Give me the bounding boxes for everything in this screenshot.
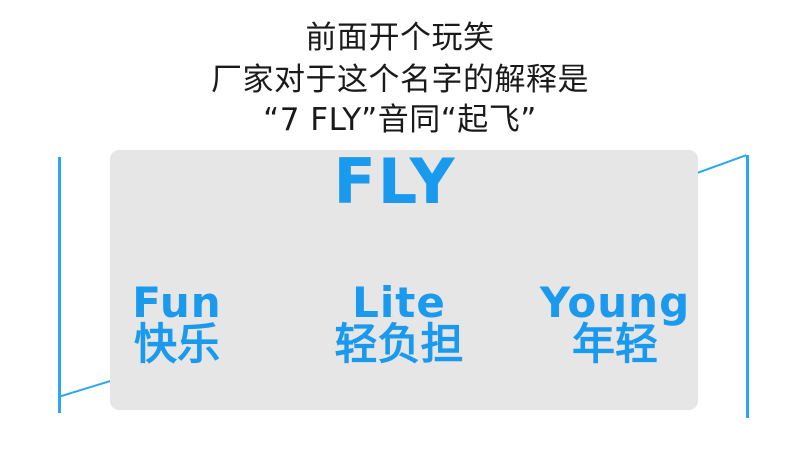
- left-frame-line: [58, 157, 61, 413]
- word-english: Young: [539, 278, 691, 327]
- word-english: Lite: [352, 278, 446, 327]
- left-frame-diagonal: [58, 379, 113, 398]
- word-english: Fun: [132, 278, 222, 327]
- acronym-word-young: Young 年轻: [520, 278, 710, 370]
- word-chinese: 快乐: [134, 320, 220, 370]
- caption-line-1: 前面开个玩笑: [305, 20, 495, 56]
- word-chinese: 年轻: [572, 320, 658, 370]
- acronym-word-fun: Fun 快乐: [113, 278, 241, 370]
- caption-line-2: 厂家对于这个名字的解释是: [211, 62, 589, 98]
- caption-line-3: “7 FLY”音同“起飞”: [263, 102, 537, 138]
- acronym-panel: [110, 150, 698, 410]
- acronym-title: FLY: [333, 145, 457, 218]
- right-frame-line: [746, 155, 749, 418]
- acronym-word-lite: Lite 轻负担: [315, 278, 483, 370]
- word-chinese: 轻负担: [334, 320, 464, 370]
